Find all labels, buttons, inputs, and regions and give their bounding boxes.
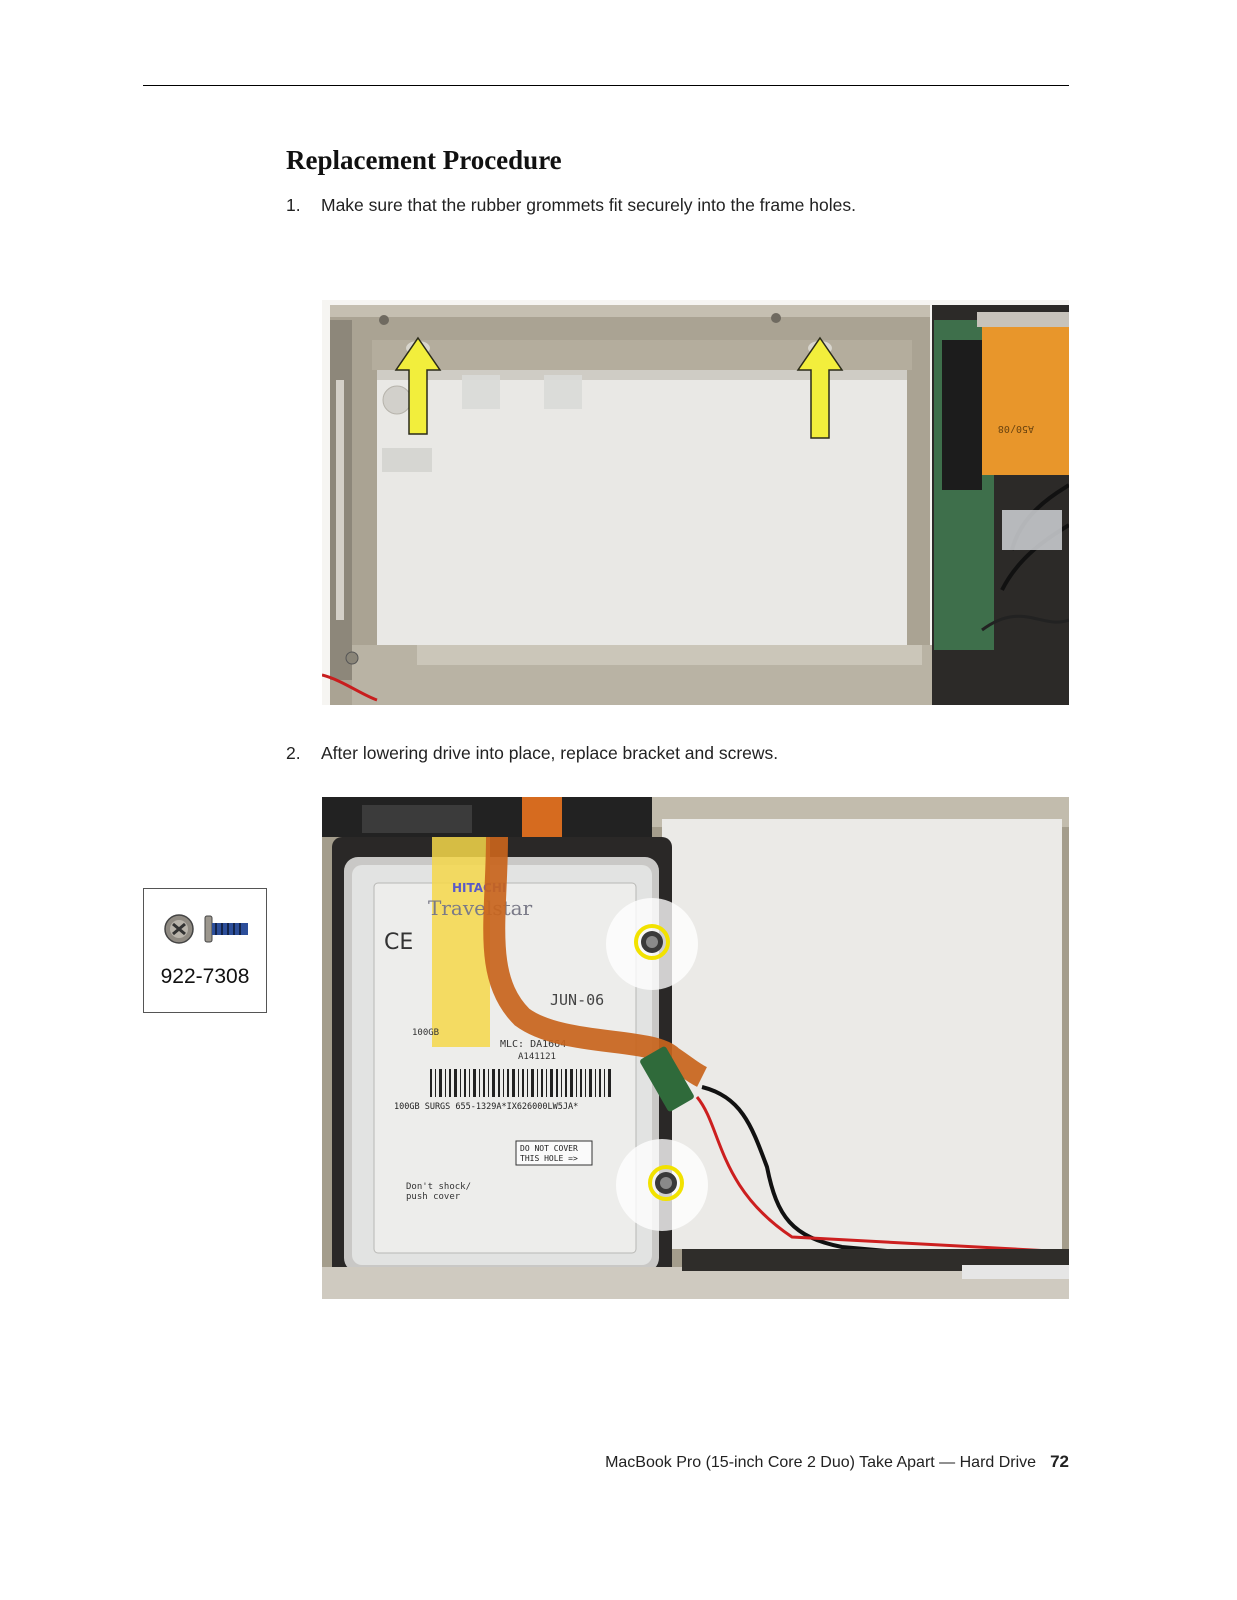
svg-text:DO NOT COVER: DO NOT COVER (520, 1144, 578, 1153)
photo-drive-bay-grommets: A50/08 (322, 300, 1069, 705)
step-text: Make sure that the rubber grommets fit s… (321, 195, 856, 215)
step-text: After lowering drive into place, replace… (321, 743, 779, 763)
step-number: 1. (286, 195, 301, 215)
part-callout: 922-7308 (143, 888, 267, 1013)
section-heading: Replacement Procedure (286, 145, 562, 175)
page-number: 72 (1050, 1452, 1069, 1471)
photo-hard-drive-installed: HITACHI Travelstar CE JUN-06 100GB MLC: … (322, 797, 1069, 1299)
svg-text:MLC: DA1664: MLC: DA1664 (500, 1039, 566, 1050)
svg-text:push cover: push cover (406, 1192, 461, 1202)
part-number: 922-7308 (160, 965, 250, 988)
footer-title: MacBook Pro (15-inch Core 2 Duo) Take Ap… (605, 1454, 1037, 1471)
screw-icon (164, 914, 248, 944)
screw-bottom (648, 1165, 684, 1201)
header-rule (143, 85, 1069, 86)
svg-text:100GB SURGS 655-1329A*IX626000: 100GB SURGS 655-1329A*IX626000LW5JA* (394, 1102, 578, 1112)
svg-text:100GB: 100GB (412, 1028, 439, 1038)
arrow-left (394, 336, 442, 435)
step-2: 2. After lowering drive into place, repla… (286, 743, 778, 764)
svg-text:A141121: A141121 (518, 1052, 556, 1062)
svg-text:Travelstar: Travelstar (428, 896, 533, 920)
svg-text:A50/08: A50/08 (998, 423, 1034, 434)
svg-text:CE: CE (384, 930, 413, 955)
page-footer: MacBook Pro (15-inch Core 2 Duo) Take Ap… (605, 1452, 1069, 1472)
step-number: 2. (286, 743, 301, 763)
screw-top (634, 924, 670, 960)
barcode (430, 1069, 611, 1097)
step-1: 1. Make sure that the rubber grommets fit… (286, 195, 856, 216)
svg-text:JUN-06: JUN-06 (550, 991, 604, 1009)
svg-text:THIS HOLE =>: THIS HOLE => (520, 1154, 578, 1163)
svg-text:Don't shock/: Don't shock/ (406, 1182, 471, 1192)
arrow-right (796, 336, 844, 439)
